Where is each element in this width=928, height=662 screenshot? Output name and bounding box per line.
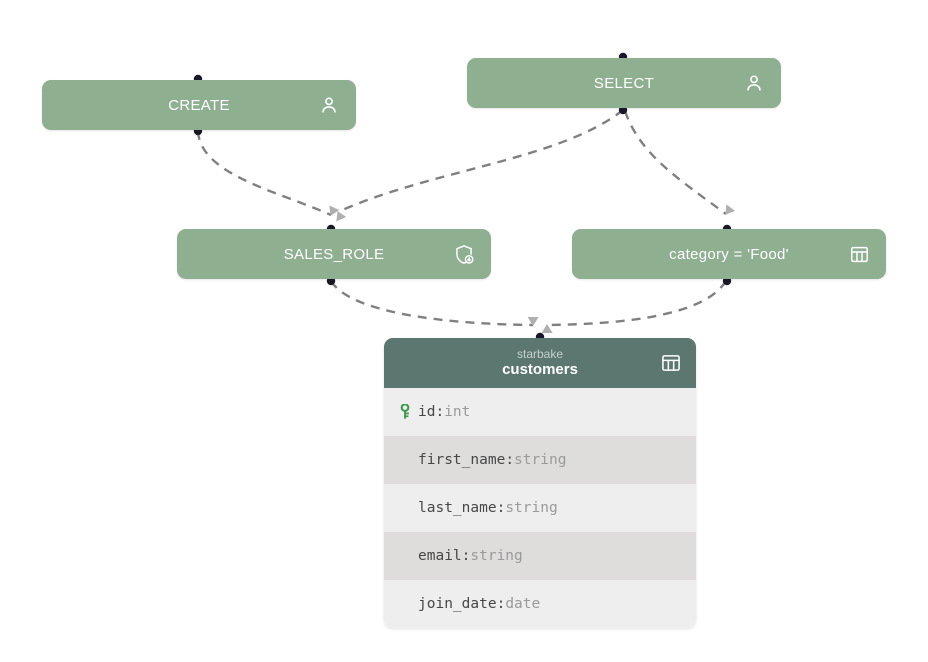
field-separator: : [461, 548, 471, 564]
person-icon [318, 94, 340, 116]
field-type: int [444, 404, 471, 420]
node-select[interactable]: SELECT [467, 58, 781, 108]
node-category-food[interactable]: category = 'Food' [572, 229, 886, 279]
node-category-food-label: category = 'Food' [669, 245, 789, 263]
table-icon [660, 352, 682, 374]
field-separator: : [435, 404, 445, 420]
edge-sales-role-to-customers [329, 280, 539, 327]
table-row[interactable]: first_name : string [384, 436, 696, 484]
table-row[interactable]: last_name : string [384, 484, 696, 532]
node-create[interactable]: CREATE [42, 80, 356, 130]
table-header[interactable]: starbake customers [384, 338, 696, 388]
edge-select-to-sales-role [336, 109, 624, 222]
field-name: first_name [418, 452, 506, 468]
table-row[interactable]: join_date : date [384, 580, 696, 628]
field-name: email [418, 548, 462, 564]
person-icon [743, 72, 765, 94]
table-name-label: customers [502, 361, 578, 378]
field-name: id [418, 404, 436, 420]
table-row[interactable]: id : int [384, 388, 696, 436]
table-schema-label: starbake [516, 347, 564, 361]
node-sales-role-label: SALES_ROLE [283, 245, 385, 263]
edge-category-food-to-customers [541, 280, 728, 334]
field-name: last_name [418, 500, 497, 516]
primary-key-icon [398, 404, 418, 420]
node-create-label: CREATE [168, 96, 230, 114]
field-type: string [514, 452, 567, 468]
field-type: string [470, 548, 523, 564]
edge-select-to-category-food [623, 110, 736, 215]
shield-badge-icon [453, 243, 475, 265]
field-type: date [505, 596, 541, 612]
field-type: string [505, 500, 558, 516]
edge-create-to-sales-role [196, 130, 340, 217]
field-name: join_date [418, 596, 497, 612]
table-icon [848, 243, 870, 265]
node-select-label: SELECT [593, 74, 655, 92]
node-sales-role[interactable]: SALES_ROLE [177, 229, 491, 279]
table-row[interactable]: email : string [384, 532, 696, 580]
table-node-customers[interactable]: starbake customers id : [384, 338, 696, 628]
field-separator: : [505, 452, 515, 468]
field-separator: : [496, 596, 506, 612]
field-separator: : [496, 500, 506, 516]
